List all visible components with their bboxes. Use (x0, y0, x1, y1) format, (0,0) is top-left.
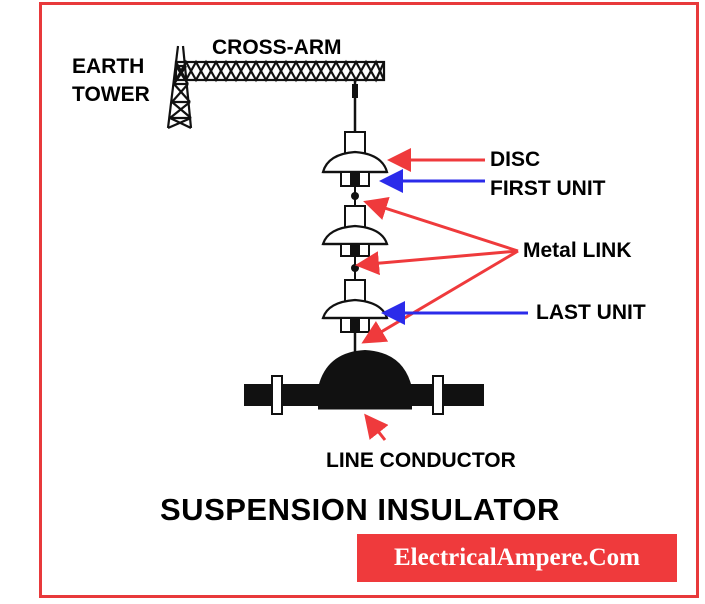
label-earth: EARTH (72, 55, 145, 78)
red-arrows (355, 148, 519, 441)
cross-arm (174, 59, 386, 83)
blue-arrows (379, 169, 528, 325)
label-metal-link: Metal LINK (523, 239, 632, 262)
earth-tower (166, 45, 193, 130)
disc-unit-middle (321, 205, 389, 280)
arrow-link-1 (363, 197, 519, 253)
diagram-title: SUSPENSION INSULATOR (160, 492, 560, 527)
label-last-unit: LAST UNIT (536, 301, 646, 324)
label-cross-arm: CROSS-ARM (212, 36, 342, 59)
hanger-rod (352, 80, 358, 132)
label-first-unit: FIRST UNIT (490, 177, 606, 200)
arrow-line-conductor (364, 413, 389, 441)
disc-unit-first (321, 131, 389, 206)
label-tower: TOWER (72, 83, 150, 106)
diagram-frame (39, 2, 699, 598)
disc-unit-last (321, 279, 389, 352)
arrow-link-3 (361, 249, 519, 344)
brand-banner: ElectricalAmpere.Com (357, 534, 677, 582)
arrow-link-2 (355, 249, 519, 276)
line-conductor-clamp (244, 350, 484, 415)
label-line-conductor: LINE CONDUCTOR (326, 449, 516, 472)
label-disc: DISC (490, 148, 541, 171)
